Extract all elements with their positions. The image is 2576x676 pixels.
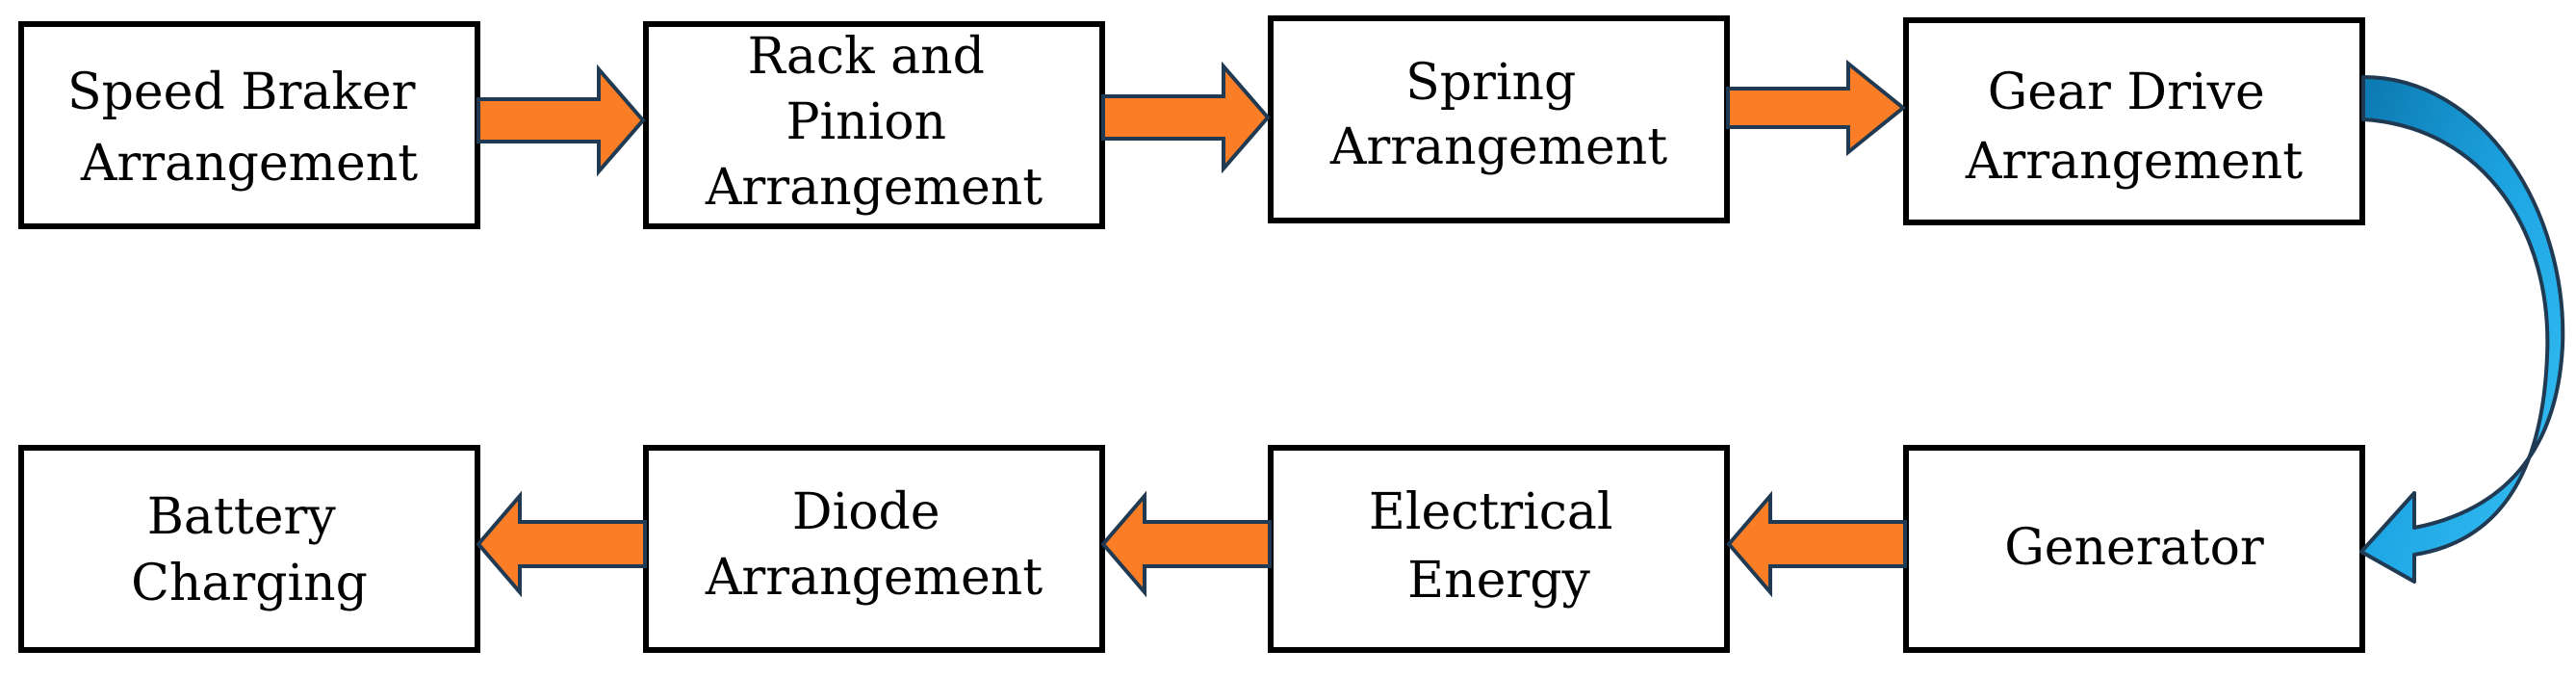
arrow-diode-to-battery-charging: [476, 490, 647, 598]
arrow-speed-braker-to-rack-pinion: [477, 64, 646, 177]
node-spring: Spring Arrangement: [1268, 15, 1730, 223]
node-speed-braker-line-2: Arrangement: [80, 135, 418, 193]
node-rack-pinion-line-1: Rack and: [748, 28, 985, 86]
node-battery-charging-line-1: Battery: [147, 488, 337, 546]
arrow-electrical-energy-to-diode: [1100, 490, 1272, 598]
node-rack-pinion-line-2: Pinion: [786, 93, 946, 151]
node-diode-line-2: Arrangement: [705, 549, 1043, 607]
svg-text:Gear Drive Arrangement: Gear Drive Arrangement: [1965, 64, 2303, 191]
svg-text:Rack and Pinion Ar: Rack and Pinion Arrangement: [705, 28, 1043, 217]
node-rack-pinion: Rack and Pinion Arrangement: [643, 21, 1105, 229]
node-spring-line-2: Arrangement: [1329, 118, 1667, 176]
node-electrical-energy-line-2: Energy: [1407, 552, 1590, 610]
arrow-gear-drive-to-generator: [2359, 75, 2565, 584]
node-gear-drive-line-2: Arrangement: [1965, 133, 2303, 191]
node-diode: Diode Arrangement: [643, 445, 1105, 653]
svg-text:Battery Charging: Battery Charging: [131, 488, 368, 612]
svg-text:Diode Arrangement: Diode Arrangement: [705, 483, 1043, 607]
svg-text:Spring Arrangement: Spring Arrangement: [1329, 54, 1667, 176]
node-gear-drive: Gear Drive Arrangement: [1903, 17, 2365, 225]
svg-text:Electrical Energy: Electrical Energy: [1369, 483, 1629, 610]
node-speed-braker: Speed Braker Arrangement: [18, 21, 480, 229]
svg-text:Speed Braker Arrangement: Speed Braker Arrangement: [67, 64, 431, 193]
arrow-generator-to-electrical-energy: [1726, 490, 1907, 598]
node-speed-braker-line-1: Speed Braker: [67, 64, 416, 121]
node-electrical-energy-line-1: Electrical: [1369, 483, 1613, 541]
node-generator-line-1: Generator: [2004, 519, 2264, 577]
arrow-rack-pinion-to-spring: [1101, 61, 1271, 174]
node-battery-charging: Battery Charging: [18, 445, 480, 653]
node-rack-pinion-line-3: Arrangement: [705, 159, 1043, 217]
node-spring-line-1: Spring: [1405, 54, 1576, 112]
node-generator: Generator: [1903, 445, 2365, 653]
svg-text:Generator: Generator: [2004, 519, 2264, 577]
node-electrical-energy: Electrical Energy: [1268, 445, 1730, 653]
node-gear-drive-line-1: Gear Drive: [1988, 64, 2265, 121]
arrow-spring-to-gear-drive: [1726, 59, 1907, 157]
node-diode-line-1: Diode: [792, 483, 940, 541]
node-battery-charging-line-2: Charging: [131, 555, 368, 612]
